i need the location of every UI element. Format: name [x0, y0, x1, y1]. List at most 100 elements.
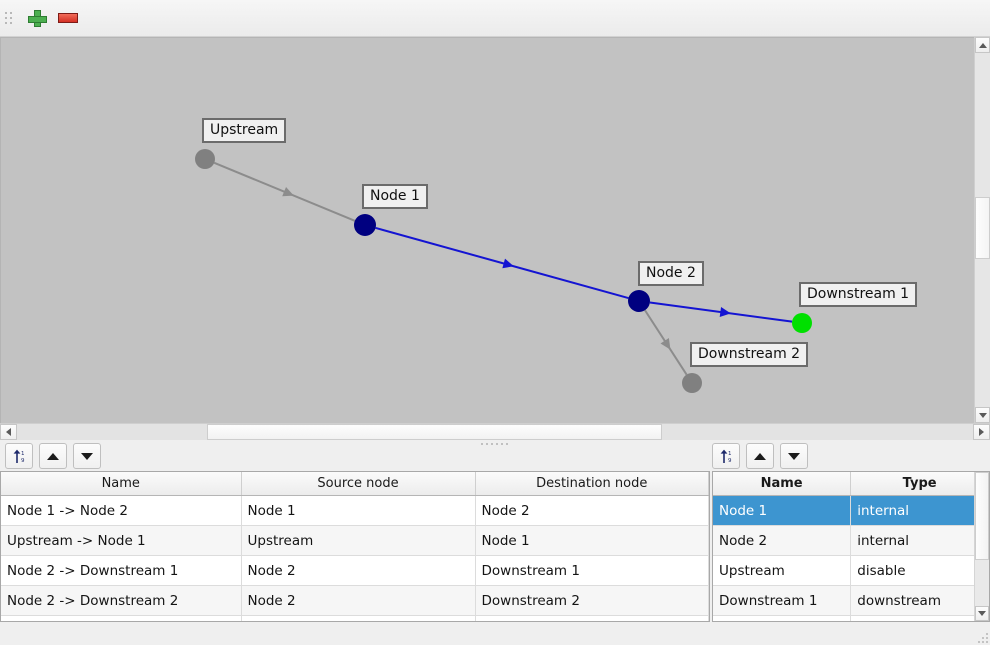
chevron-right-icon: [979, 428, 984, 436]
nodes-scroll-thumb[interactable]: [975, 472, 989, 560]
nodes-table-column-header[interactable]: Type: [850, 472, 989, 496]
nodes-table-scrollbar[interactable]: [974, 472, 989, 621]
edges-table-empty-row: [1, 615, 709, 621]
nodes-table-cell[interactable]: downstream: [850, 585, 989, 616]
edges-table-cell[interactable]: Node 2: [475, 495, 709, 526]
splitter-grip-icon: [481, 443, 509, 445]
plus-icon: [27, 9, 47, 27]
nodes-table-cell[interactable]: Downstream 1: [713, 585, 852, 616]
canvas-vertical-scrollbar[interactable]: [974, 37, 990, 423]
chevron-left-icon: [6, 428, 11, 436]
svg-text:1: 1: [21, 451, 25, 457]
edges-table-cell[interactable]: Node 2 -> Downstream 1: [1, 555, 242, 586]
graph-node-label-downstream2: Downstream 2: [690, 342, 809, 367]
edges-table-cell[interactable]: Node 2: [241, 585, 476, 616]
edges-table-cell[interactable]: Node 1 -> Node 2: [1, 495, 242, 526]
graph-node-downstream2[interactable]: [682, 373, 702, 393]
edges-table-cell[interactable]: Node 2 -> Downstream 2: [1, 585, 242, 616]
edge-arrowhead-node2-downstream1: [719, 307, 731, 317]
vertical-scroll-thumb[interactable]: [975, 197, 990, 259]
horizontal-scroll-thumb[interactable]: [207, 424, 662, 440]
graph-node-upstream[interactable]: [195, 149, 215, 169]
nodes-table-cell[interactable]: internal: [850, 525, 989, 556]
edges-table-cell[interactable]: Node 1: [241, 495, 476, 526]
nodes-move-up-button[interactable]: [746, 443, 774, 469]
toolbar-drag-grip[interactable]: [4, 7, 14, 29]
nodes-table-cell[interactable]: disable: [850, 555, 989, 586]
graph-edges-layer: [213, 161, 793, 376]
nodes-panel-toolbar: 1 9: [712, 443, 808, 469]
scroll-down-button[interactable]: [975, 407, 990, 423]
nodes-table-empty-row: [713, 615, 989, 621]
edges-table-cell[interactable]: Upstream: [241, 525, 476, 556]
graph-node-downstream1[interactable]: [792, 313, 812, 333]
edges-table-cell[interactable]: Node 1: [475, 525, 709, 556]
svg-text:9: 9: [728, 458, 732, 464]
graph-edge-node1-node2[interactable]: [375, 226, 629, 300]
edges-table-cell[interactable]: Node 2: [241, 555, 476, 586]
minus-icon: [58, 13, 78, 23]
edges-sort-button[interactable]: 1 9: [5, 443, 33, 469]
edges-table-cell[interactable]: Downstream 2: [475, 585, 709, 616]
add-button[interactable]: [20, 3, 52, 33]
canvas-horizontal-scrollbar[interactable]: [0, 423, 990, 440]
nodes-table-cell[interactable]: Upstream: [713, 555, 852, 586]
remove-button[interactable]: [52, 3, 84, 33]
nodes-table-cell[interactable]: internal: [850, 495, 989, 526]
main-toolbar: [0, 0, 990, 37]
arrow-up-icon: [47, 452, 59, 460]
edges-table-column-header[interactable]: Source node: [241, 472, 476, 496]
edges-panel-toolbar: 1 9: [5, 443, 101, 469]
edges-move-down-button[interactable]: [73, 443, 101, 469]
panel-splitter[interactable]: [0, 440, 990, 448]
nodes-table-empty-cell: [850, 615, 989, 621]
chevron-up-icon: [978, 42, 987, 48]
edge-arrowhead-node1-node2: [502, 258, 514, 269]
arrow-up-icon: [754, 452, 766, 460]
nodes-sort-button[interactable]: 1 9: [712, 443, 740, 469]
edges-table-column-header[interactable]: Destination node: [475, 472, 709, 496]
scroll-right-button[interactable]: [973, 424, 990, 440]
edges-table-empty-cell: [1, 615, 242, 621]
edges-move-up-button[interactable]: [39, 443, 67, 469]
sort-icon: 1 9: [720, 449, 732, 464]
edges-table-empty-cell: [241, 615, 476, 621]
svg-text:9: 9: [21, 458, 25, 464]
nodes-table-cell[interactable]: Node 2: [713, 525, 852, 556]
arrow-down-icon: [788, 452, 800, 460]
window-resize-grip[interactable]: [976, 631, 988, 643]
nodes-table-column-header[interactable]: Name: [713, 472, 852, 496]
nodes-table-empty-cell: [713, 615, 852, 621]
edges-table-cell[interactable]: Downstream 1: [475, 555, 709, 586]
graph-node-node2[interactable]: [628, 290, 650, 312]
nodes-scroll-down-button[interactable]: [975, 606, 989, 621]
graph-node-label-upstream: Upstream: [202, 118, 287, 143]
nodes-table-cell[interactable]: Node 1: [713, 495, 852, 526]
edges-table-cell[interactable]: Upstream -> Node 1: [1, 525, 242, 556]
scroll-left-button[interactable]: [0, 424, 17, 440]
chevron-down-icon: [978, 412, 987, 418]
graph-node-label-downstream1: Downstream 1: [799, 282, 918, 307]
edge-arrowhead-node2-downstream2: [660, 338, 671, 350]
nodes-move-down-button[interactable]: [780, 443, 808, 469]
sort-icon: 1 9: [13, 449, 25, 464]
scroll-up-button[interactable]: [975, 37, 990, 53]
graph-node-node1[interactable]: [354, 214, 376, 236]
edges-table-column-header[interactable]: Name: [1, 472, 242, 496]
